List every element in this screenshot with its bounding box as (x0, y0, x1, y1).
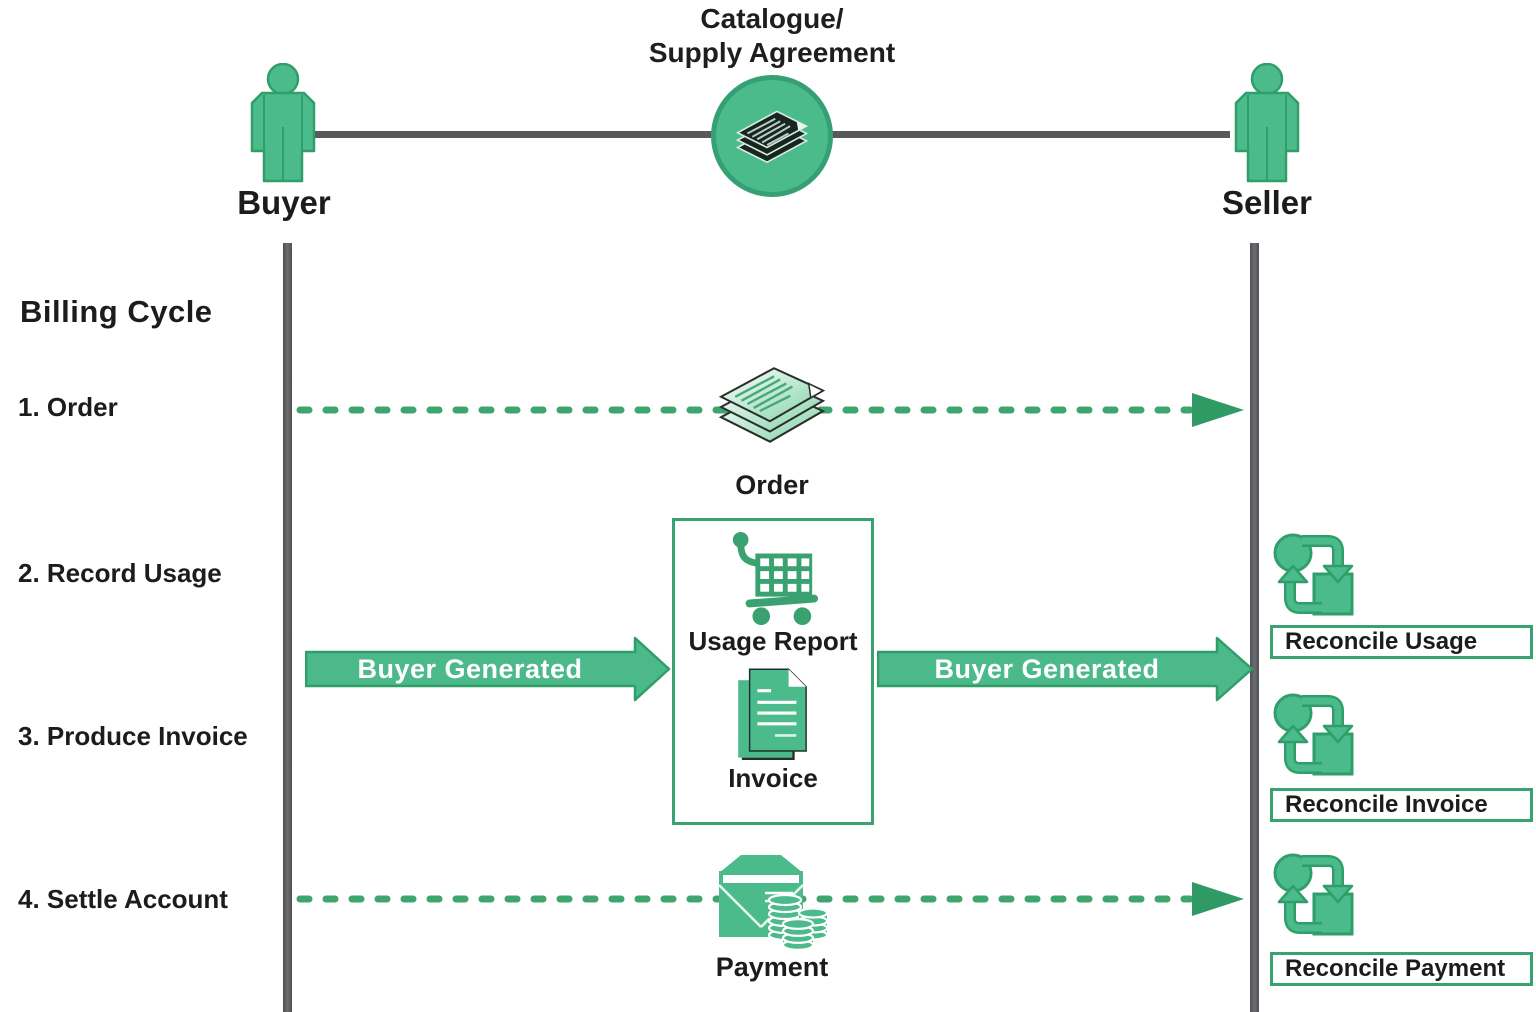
step-produce-invoice-label: 3. Produce Invoice (18, 721, 248, 751)
invoice-label: Invoice (728, 763, 818, 793)
stacked-documents-icon (735, 110, 809, 164)
reconcile-invoice-sync-icon (1273, 693, 1354, 776)
step-settle-account-label: 4. Settle Account (18, 884, 228, 914)
step-record-usage-label: 2. Record Usage (18, 558, 222, 588)
buyer-label: Buyer (237, 184, 331, 221)
reconcile-payment-sync-icon (1273, 853, 1354, 936)
shopping-cart-icon (732, 531, 819, 626)
reconcile-invoice-box: Reconcile Invoice (1270, 788, 1533, 822)
order-papers-icon (718, 367, 826, 443)
catalogue-agreement-badge (711, 75, 833, 197)
buyer-generated-label-right: Buyer Generated (934, 653, 1160, 684)
reconcile-payment-label: Reconcile Payment (1285, 955, 1506, 982)
order-label: Order (735, 470, 809, 500)
reconcile-usage-sync-icon (1273, 533, 1354, 616)
title-line-2: Supply Agreement (648, 37, 896, 69)
buyer-generated-arrow-right: Buyer Generated (876, 635, 1254, 703)
seller-person-icon (1234, 63, 1300, 183)
buyer-person-icon (250, 63, 316, 183)
diagram-title: Catalogue/ Supply Agreement (512, 2, 1032, 70)
reconcile-invoice-label: Reconcile Invoice (1285, 791, 1488, 818)
reconcile-payment-box: Reconcile Payment (1270, 952, 1533, 986)
seller-label: Seller (1222, 184, 1312, 221)
step-order-label: 1. Order (18, 392, 118, 422)
buyer-generated-label-left: Buyer Generated (357, 653, 583, 684)
payment-envelope-coins-icon (718, 855, 829, 951)
usage-report-label: Usage Report (688, 626, 858, 656)
billing-cycle-heading: Billing Cycle (20, 294, 213, 329)
buyer-generated-documents-box: Usage Report Invoice (672, 518, 874, 825)
reconcile-usage-label: Reconcile Usage (1285, 628, 1478, 655)
reconcile-usage-box: Reconcile Usage (1270, 625, 1533, 659)
title-line-1: Catalogue/ (700, 3, 844, 34)
seller-lifeline (1250, 243, 1259, 1012)
invoice-document-icon (736, 668, 807, 761)
buyer-lifeline (283, 243, 292, 1012)
payment-label: Payment (715, 952, 829, 982)
buyer-generated-arrow-left: Buyer Generated (304, 635, 671, 703)
